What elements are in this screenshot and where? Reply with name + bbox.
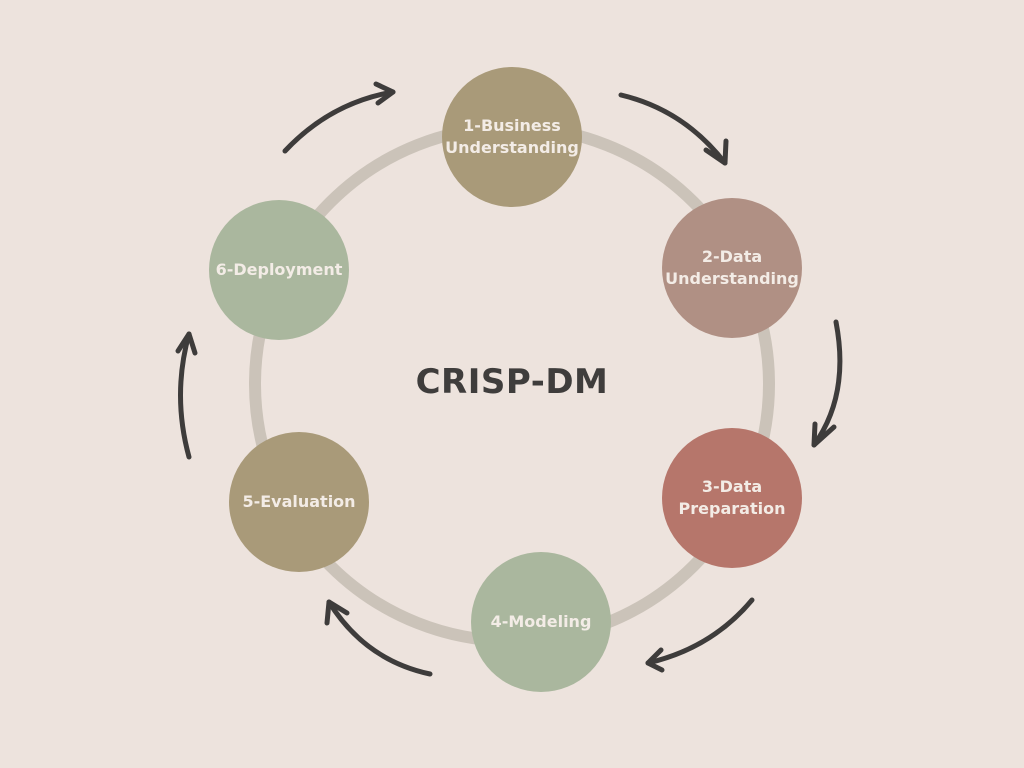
- phase-data-preparation[interactable]: 3-Data Preparation: [662, 428, 802, 568]
- arrow-data-understanding-to-preparation-icon: [811, 319, 843, 448]
- phase-label: 4-Modeling: [490, 612, 592, 631]
- phase-label: 5-Evaluation: [242, 492, 356, 511]
- phase-deployment[interactable]: 6-Deployment: [209, 200, 349, 340]
- arrow-modeling-to-evaluation-icon: [324, 599, 433, 677]
- phase-data-understanding[interactable]: 2-Data Understanding: [662, 198, 802, 338]
- diagram-title: CRISP-DM: [415, 362, 609, 402]
- arrow-business-to-data-understanding-icon: [618, 92, 729, 166]
- phase-evaluation[interactable]: 5-Evaluation: [229, 432, 369, 572]
- phase-label: 1-Business Understanding: [445, 116, 579, 157]
- arrow-deployment-to-business-icon: [282, 81, 396, 154]
- arrow-evaluation-to-deployment-icon: [175, 331, 198, 460]
- phase-label: 2-Data Understanding: [665, 247, 799, 288]
- phase-label: 6-Deployment: [215, 260, 343, 279]
- phase-business-understanding[interactable]: 1-Business Understanding: [442, 67, 582, 207]
- phase-label: 3-Data Preparation: [678, 477, 786, 518]
- arrow-preparation-to-modeling-icon: [645, 597, 755, 673]
- phase-modeling[interactable]: 4-Modeling: [471, 552, 611, 692]
